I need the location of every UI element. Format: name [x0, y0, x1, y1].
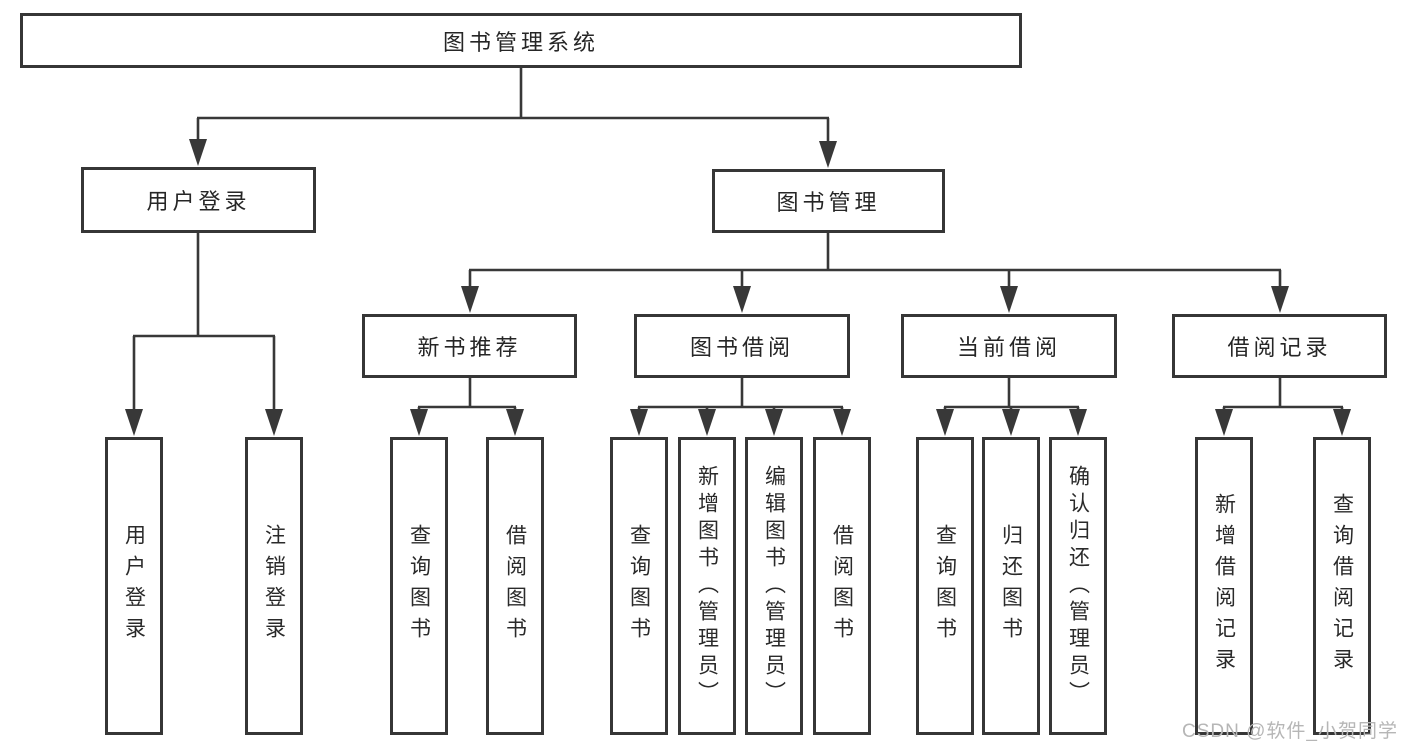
node-new-book-recommend: 新书推荐: [362, 314, 577, 378]
leaf-label: 查询借阅记录: [1330, 493, 1354, 679]
leaf-query-borrow-record: 查询借阅记录: [1313, 437, 1371, 735]
leaf-label: 新增图书（管理员）: [695, 464, 719, 708]
leaf-label: 编辑图书（管理员）: [762, 464, 786, 708]
csdn-watermark: CSDN @软件_小贺同学: [1182, 721, 1398, 742]
leaf-add-books-admin: 新增图书（管理员）: [678, 437, 736, 735]
leaf-borrow-books-recommend: 借阅图书: [486, 437, 544, 735]
leaf-label: 查询图书: [627, 524, 651, 648]
node-label: 图书管理: [776, 190, 881, 215]
leaf-query-books-current: 查询图书: [916, 437, 974, 735]
leaf-logout: 注销登录: [245, 437, 303, 735]
leaf-label: 用户登录: [122, 524, 146, 648]
node-label: 用户登录: [146, 189, 251, 214]
leaf-label: 新增借阅记录: [1212, 493, 1236, 679]
leaf-user-login: 用户登录: [105, 437, 163, 735]
node-label: 图书管理系统: [442, 29, 599, 55]
leaf-confirm-return-admin: 确认归还（管理员）: [1049, 437, 1107, 735]
node-book-borrow: 图书借阅: [634, 314, 850, 378]
leaf-return-books: 归还图书: [982, 437, 1040, 735]
leaf-add-borrow-record: 新增借阅记录: [1195, 437, 1253, 735]
leaf-borrow-books: 借阅图书: [813, 437, 871, 735]
node-user-login: 用户登录: [81, 167, 316, 233]
leaf-query-books-recommend: 查询图书: [390, 437, 448, 735]
leaf-label: 查询图书: [933, 524, 957, 648]
node-label: 新书推荐: [417, 335, 522, 360]
leaf-label: 注销登录: [262, 524, 286, 648]
node-library-management-system: 图书管理系统: [20, 13, 1022, 68]
leaf-label: 确认归还（管理员）: [1066, 464, 1090, 708]
node-label: 借阅记录: [1227, 335, 1332, 360]
node-label: 图书借阅: [689, 335, 794, 360]
leaf-edit-books-admin: 编辑图书（管理员）: [745, 437, 803, 735]
arrowhead-icons: [125, 139, 1351, 436]
node-label: 当前借阅: [956, 335, 1061, 360]
leaf-label: 借阅图书: [830, 524, 854, 648]
node-borrow-record: 借阅记录: [1172, 314, 1387, 378]
leaf-query-books-borrow: 查询图书: [610, 437, 668, 735]
leaf-label: 借阅图书: [503, 524, 527, 648]
leaf-label: 归还图书: [999, 524, 1023, 648]
leaf-label: 查询图书: [407, 524, 431, 648]
node-book-management: 图书管理: [712, 169, 945, 233]
node-current-borrow: 当前借阅: [901, 314, 1117, 378]
